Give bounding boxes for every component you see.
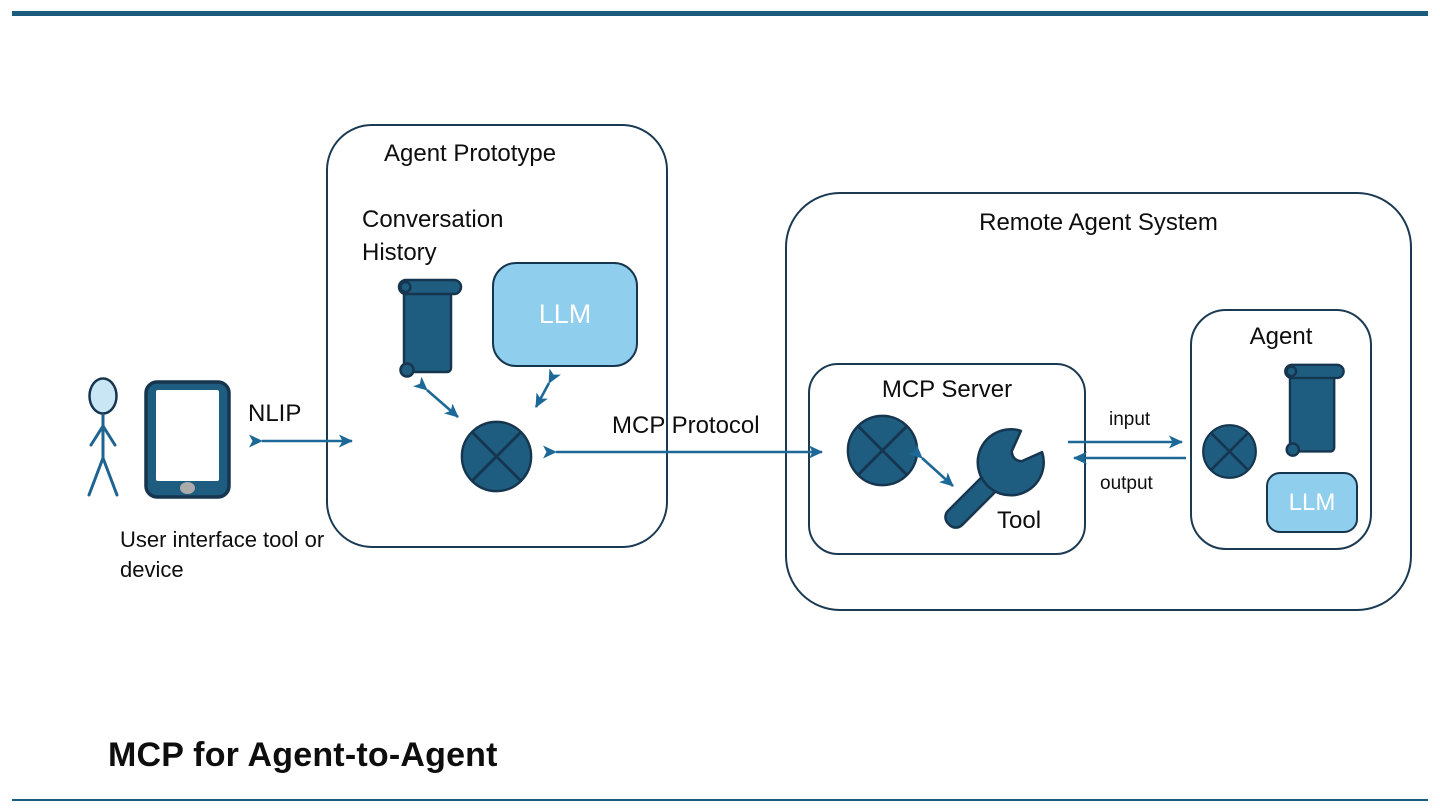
- agent-node-icon: [460, 420, 533, 493]
- bottom-accent-rule: [12, 799, 1428, 801]
- person-icon: [87, 377, 119, 497]
- agent-prototype-title: Agent Prototype: [384, 140, 557, 167]
- scroll-icon: [397, 278, 463, 378]
- remote-agent-title: Agent: [1249, 323, 1313, 350]
- user-caption: User interface tool or device: [120, 527, 325, 582]
- tool-label: Tool: [997, 507, 1042, 534]
- remote-llm-box: LLM: [1266, 472, 1358, 533]
- input-label: input: [1109, 409, 1151, 430]
- mcp-protocol-label: MCP Protocol: [612, 412, 760, 439]
- output-label: output: [1100, 473, 1153, 494]
- llm-box: LLM: [492, 262, 638, 367]
- remote-llm-label: LLM: [1288, 488, 1336, 516]
- slide-title: MCP for Agent-to-Agent: [108, 736, 498, 774]
- mcp-server-title: MCP Server: [881, 376, 1013, 403]
- nlip-label: NLIP: [248, 400, 302, 427]
- remote-agent-system-title: Remote Agent System: [979, 209, 1218, 236]
- top-accent-bar: [12, 11, 1428, 16]
- server-agent-node-icon: [846, 414, 919, 487]
- remote-scroll-icon: [1284, 363, 1345, 457]
- conversation-history-label: Conversation History: [362, 206, 504, 266]
- remote-agent-node-icon: [1202, 424, 1257, 479]
- llm-label: LLM: [538, 299, 592, 329]
- tablet-icon: [144, 380, 231, 499]
- wrench-icon: [944, 428, 1045, 529]
